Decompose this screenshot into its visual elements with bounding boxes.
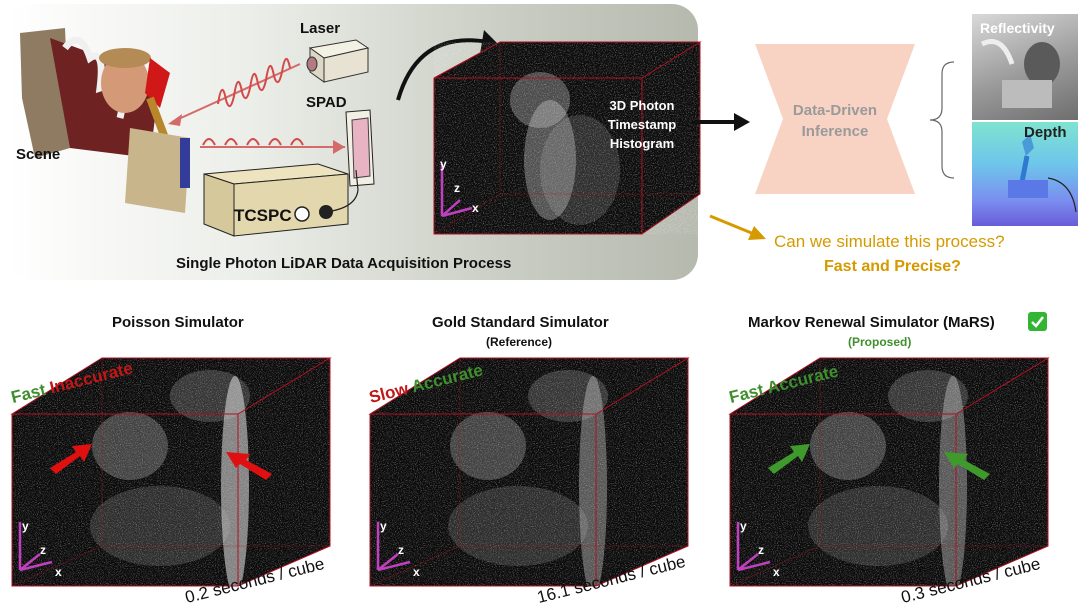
cube-edge — [369, 545, 461, 587]
cube-body — [370, 358, 688, 586]
cube-edge — [11, 545, 103, 587]
cube-feature — [221, 376, 249, 586]
sim-title-mars: Markov Renewal Simulator (MaRS) — [748, 314, 995, 331]
sim-cube-svg — [10, 357, 332, 587]
gold-axis-z: z — [398, 543, 404, 557]
depth-scene — [1008, 134, 1077, 213]
reflectivity-image — [972, 14, 1078, 120]
checkmark-glyph — [1031, 316, 1044, 328]
cube-noise — [370, 358, 688, 586]
highlight-arrow-right — [944, 452, 990, 480]
axis-x-line — [377, 560, 411, 572]
axis-x-line — [737, 560, 771, 572]
return-pulses — [200, 138, 345, 154]
axis-z-line — [737, 553, 759, 571]
question-line-2: Fast and Precise? — [824, 258, 961, 275]
highlight-arrow-right — [226, 452, 272, 480]
sim-cube-svg — [368, 357, 690, 587]
sim-subtitle-gold: (Reference) — [486, 335, 553, 349]
cube-feature — [939, 376, 967, 586]
inference-label: Data-Driven Inference — [755, 100, 915, 142]
top-axis-z: z — [454, 181, 460, 195]
sim-cube-svg — [728, 357, 1050, 587]
scene-label: Scene — [16, 146, 61, 163]
top-axis-x: x — [472, 201, 479, 215]
output-brace — [929, 61, 955, 179]
cube-feature — [810, 412, 886, 480]
reflectivity-scene — [980, 39, 1060, 108]
cube-feature — [170, 370, 250, 422]
cube-feature — [528, 370, 608, 422]
inference-label-line: Inference — [801, 123, 869, 140]
cube-body — [12, 358, 330, 586]
gold-axis-x: x — [413, 565, 420, 579]
sim-subtitle-mars: (Proposed) — [848, 335, 912, 349]
axis-z-line — [377, 553, 399, 571]
axis-z-line — [19, 553, 41, 571]
highlight-arrow-left — [768, 444, 810, 474]
poisson-cube — [10, 356, 340, 593]
histogram-label-line: Histogram — [609, 136, 675, 151]
cube-edge — [729, 545, 821, 587]
inference-arrow — [694, 113, 750, 131]
sim-title-gold: Gold Standard Simulator — [432, 314, 609, 331]
axis-x-line — [19, 560, 53, 572]
process-caption: Single Photon LiDAR Data Acquisition Pro… — [176, 255, 512, 272]
poisson-axis-y: y — [22, 519, 29, 533]
cube-body — [730, 358, 1048, 586]
cube-feature — [92, 412, 168, 480]
poisson-axis-z: z — [40, 543, 46, 557]
mars-axis-y: y — [740, 519, 747, 533]
gold-axis-y: y — [380, 519, 387, 533]
sim-title-poisson: Poisson Simulator — [112, 314, 244, 331]
poisson-axis-x: x — [55, 565, 62, 579]
gold-cube — [368, 356, 698, 593]
question-line-1: Can we simulate this process? — [774, 232, 1005, 251]
inference-block — [755, 44, 915, 194]
histogram-label-line: Timestamp — [607, 117, 677, 132]
mars-cube — [728, 356, 1058, 593]
histogram-label-line: 3D Photon — [609, 98, 675, 113]
histogram-cube — [433, 41, 702, 235]
cube-feature — [888, 370, 968, 422]
mars-axis-x: x — [773, 565, 780, 579]
inference-label-line: Data-Driven — [792, 102, 878, 119]
laser-pulses — [168, 58, 301, 126]
tcspc-device — [203, 163, 359, 237]
cube-feature — [450, 412, 526, 480]
cube-feature — [808, 486, 948, 566]
cube-edge — [729, 414, 957, 587]
cube-feature — [448, 486, 588, 566]
cube-noise — [12, 358, 330, 586]
checkmark-icon — [1028, 312, 1047, 331]
cube-feature — [90, 486, 230, 566]
depth-label: Depth — [1024, 124, 1067, 141]
spad-device — [345, 109, 375, 187]
laser-label: Laser — [300, 20, 341, 37]
laser-device — [306, 39, 370, 83]
top-axis-y: y — [440, 157, 447, 171]
histogram-label: 3D Photon Timestamp Histogram — [600, 96, 684, 153]
reflectivity-label: Reflectivity — [980, 20, 1055, 36]
depth-image — [972, 122, 1078, 226]
question-arrow — [709, 214, 766, 240]
cube-feature — [579, 376, 607, 586]
highlight-arrow-left — [50, 444, 92, 474]
spad-label: SPAD — [306, 94, 347, 111]
cube-edge — [11, 414, 239, 587]
tcspc-label: TCSPC — [234, 206, 292, 225]
cube-noise — [730, 358, 1048, 586]
scene-illustration — [20, 28, 190, 213]
cube-edge — [369, 414, 597, 587]
mars-axis-z: z — [758, 543, 764, 557]
